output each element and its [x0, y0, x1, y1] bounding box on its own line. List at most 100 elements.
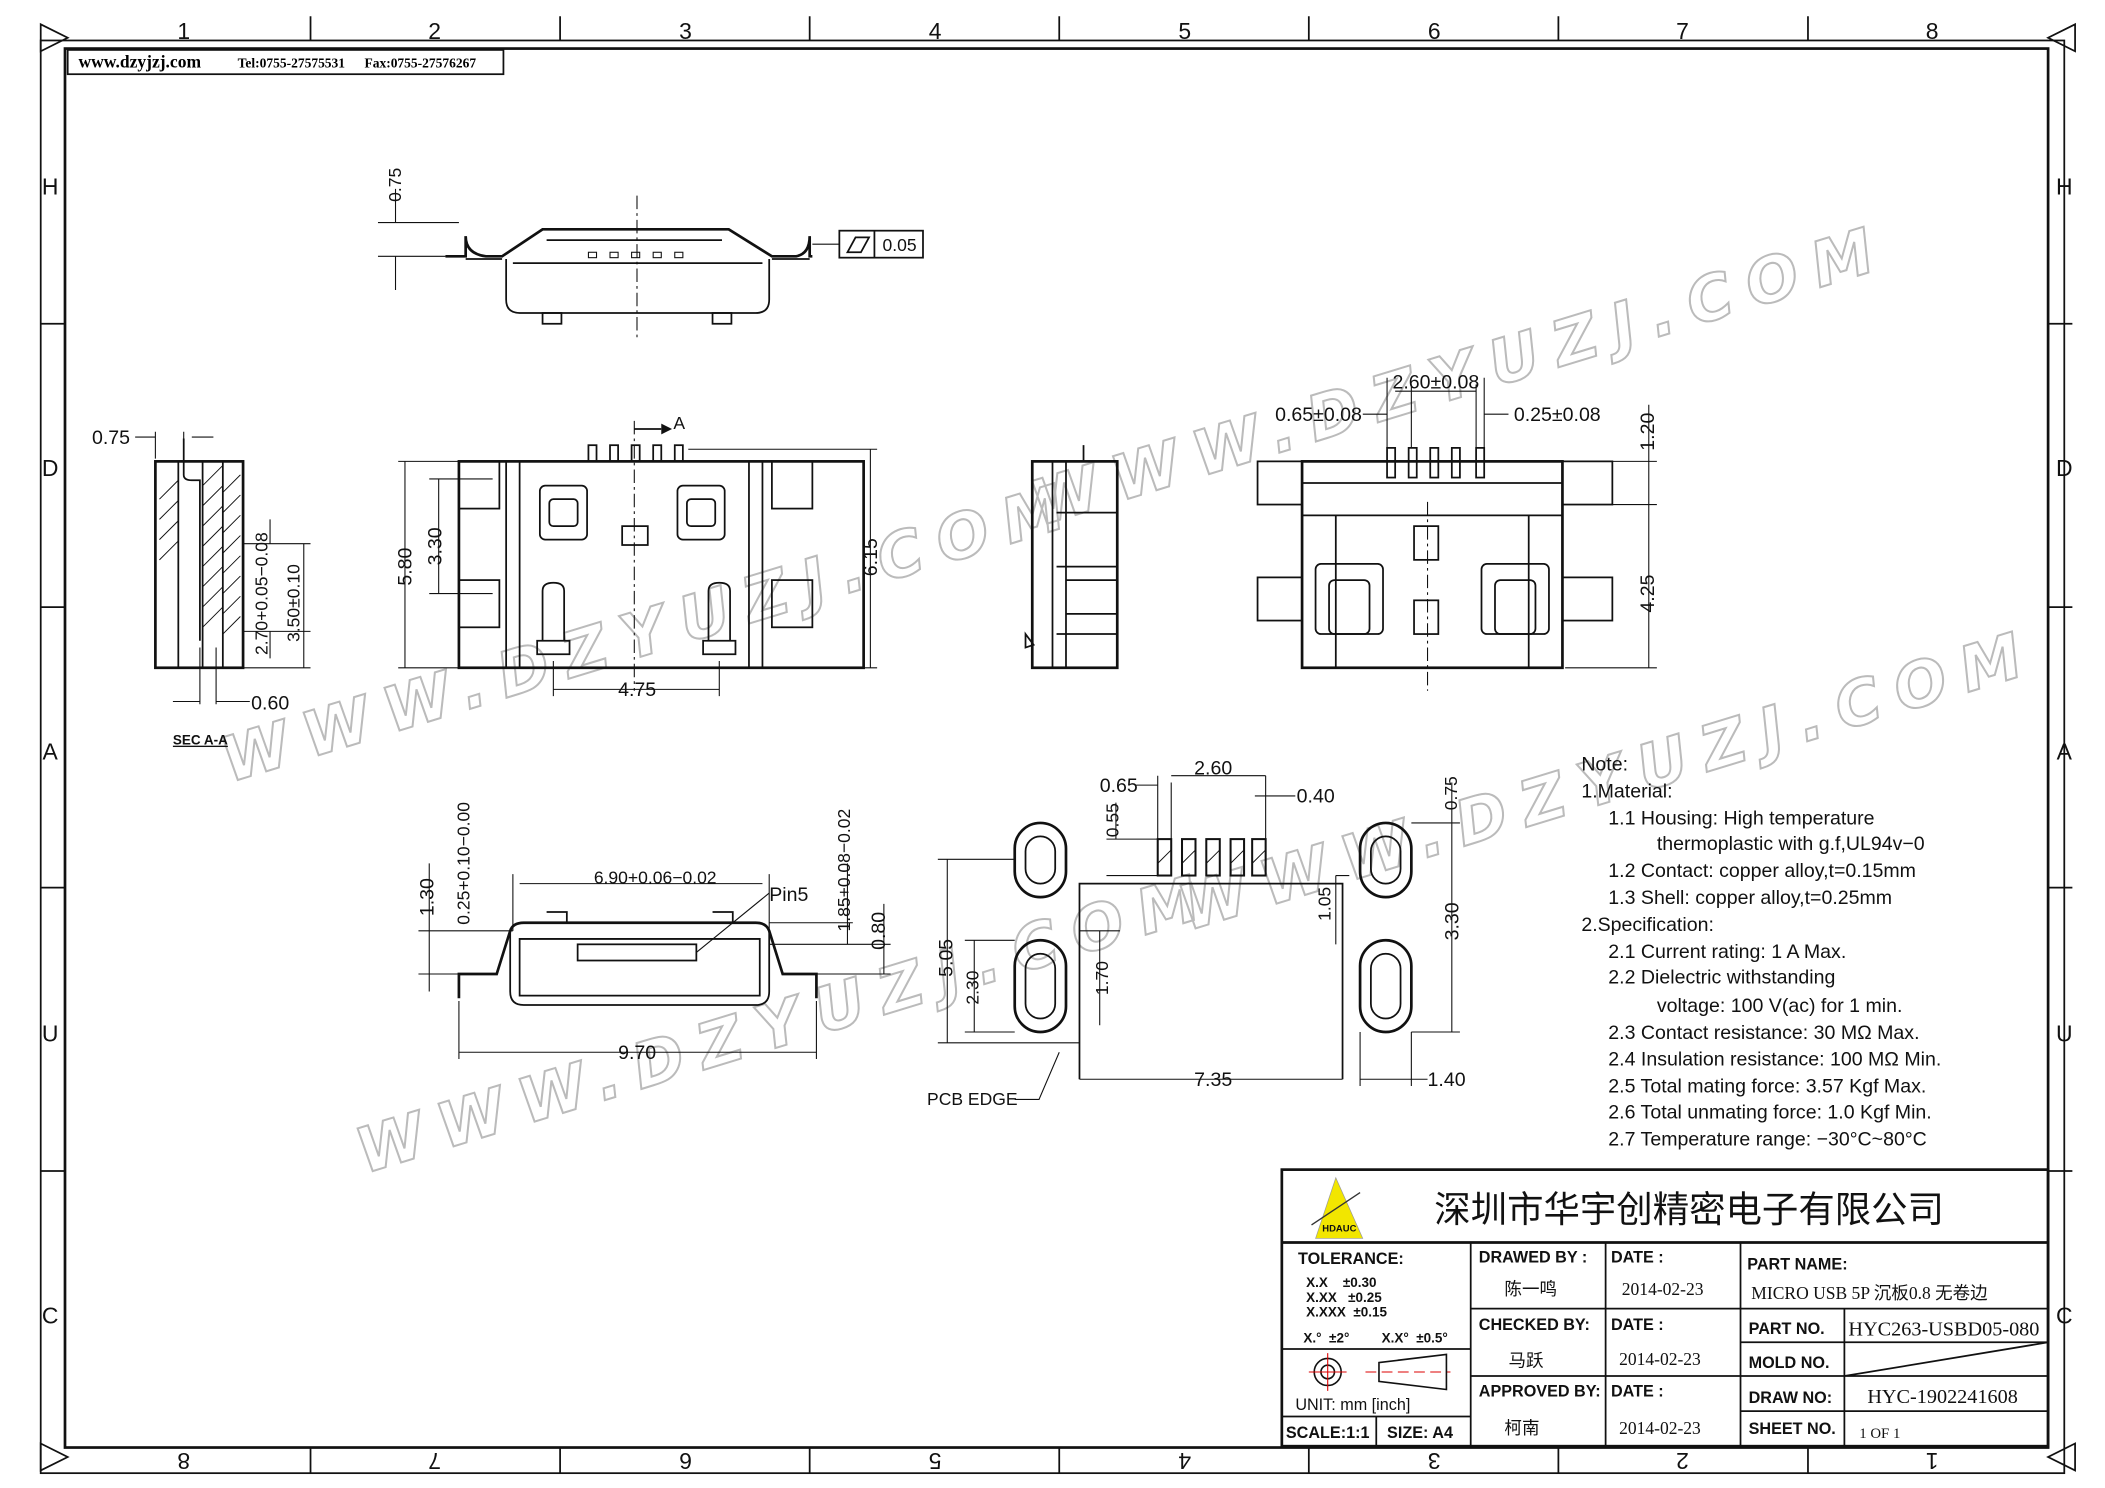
date-approved: 2014-02-23 — [1619, 1418, 1701, 1438]
title-block: HDAUC 深圳市华宇创精密电子有限公司 TOLERANCE: X.X ±0.3… — [1280, 1168, 2050, 1448]
dim-label: 0.65 — [1100, 775, 1138, 797]
note-line: 1.1 Housing: High temperature — [1608, 807, 1874, 829]
dim-label: 3.30 — [1442, 902, 1464, 940]
angle-tolerance: X.° ±2° — [1303, 1330, 1349, 1345]
note-line: voltage: 100 V(ac) for 1 min. — [1657, 995, 1903, 1017]
note-line: 2.4 Insulation resistance: 100 MΩ Min. — [1608, 1049, 1941, 1071]
row-label: U — [42, 1020, 59, 1046]
frame-ticks — [39, 16, 2076, 1474]
outer-frame — [39, 39, 2066, 1475]
dim-label: 2.30 — [962, 970, 982, 1004]
col-label-bottom: 6 — [679, 1448, 692, 1474]
pcb-edge-label: PCB EDGE — [927, 1089, 1018, 1109]
dim-label: 4.25 — [1637, 574, 1659, 612]
dim-label: 0.75 — [92, 427, 130, 449]
side-view — [1024, 445, 1119, 670]
company-name: 深圳市华宇创精密电子有限公司 — [1434, 1188, 1944, 1231]
dim-label: 0.80 — [868, 912, 890, 950]
note-line: 2.3 Contact resistance: 30 MΩ Max. — [1608, 1022, 1919, 1044]
row-label: D — [2056, 455, 2073, 481]
date-checked: 2014-02-23 — [1619, 1349, 1701, 1369]
dim-label: 0.25+0.10−0.00 — [454, 802, 474, 925]
notes-title: Note: — [1581, 753, 1628, 775]
dim-label: 4.75 — [618, 679, 656, 701]
dim-label: 0.55 — [1103, 803, 1123, 837]
col-label: 8 — [1926, 18, 1939, 44]
section-marker: A — [673, 413, 685, 433]
dim-label: 6.90+0.06−0.02 — [594, 868, 717, 888]
col-label: 3 — [679, 18, 692, 44]
dim-label: 0.25±0.08 — [1514, 404, 1601, 426]
row-label: A — [2057, 739, 2073, 765]
col-label-bottom: 1 — [1926, 1448, 1939, 1474]
note-line: 2.6 Total unmating force: 1.0 Kgf Min. — [1608, 1101, 1931, 1123]
date-label: DATE : — [1611, 1382, 1664, 1400]
row-label: C — [42, 1302, 59, 1328]
row-label: D — [42, 455, 59, 481]
notes: Note: 1.Material: 1.1 Housing: High temp… — [1581, 753, 1941, 1150]
pin-label: Pin5 — [769, 884, 808, 906]
row-label: U — [2056, 1020, 2073, 1046]
note-line: 2.5 Total mating force: 3.57 Kgf Max. — [1608, 1076, 1926, 1098]
part-name-label: PART NAME: — [1747, 1255, 1847, 1273]
tel: Tel:0755-27575531 — [238, 55, 346, 70]
front-view: A 5.80 3.30 4.75 6.15 — [395, 413, 882, 701]
pcb-layout: 0.65 2.60 0.40 0.55 0.75 1.05 3.30 5.05 … — [927, 757, 1466, 1109]
dim-label: 9.70 — [618, 1042, 656, 1064]
note-line: 2.7 Temperature range: −30°C~80°C — [1608, 1128, 1926, 1150]
scale: SCALE:1:1 — [1286, 1424, 1370, 1442]
note-line: 2.Specification: — [1581, 914, 1714, 936]
row-label: C — [2056, 1302, 2073, 1328]
watermark: WWW.DZYUZJ.COM — [348, 857, 1224, 1188]
note-line: thermoplastic with g.f,UL94v−0 — [1657, 833, 1925, 855]
dim-label: 1.20 — [1637, 413, 1659, 451]
note-line: 2.1 Current rating: 1 A Max. — [1608, 941, 1846, 963]
col-label-bottom: 3 — [1428, 1448, 1441, 1474]
dim-label: 0.65±0.08 — [1275, 404, 1362, 426]
drawed-by-label: DRAWED BY : — [1479, 1249, 1587, 1267]
projection-symbol-icon — [1308, 1353, 1451, 1391]
col-label-bottom: 8 — [177, 1448, 190, 1474]
company-logo: HDAUC — [1311, 1176, 1364, 1239]
dim-label: 0.40 — [1297, 786, 1335, 808]
tolerance-line: X.XXX ±0.15 — [1306, 1305, 1387, 1320]
part-name: MICRO USB 5P 沉板0.8 无卷边 — [1751, 1283, 1988, 1303]
size: SIZE: A4 — [1387, 1424, 1453, 1442]
dim-label: 2.70+0.05−0.08 — [251, 532, 271, 655]
watermark: WWW.DZYUZJ.COM — [213, 466, 1089, 797]
checked-by: 马跃 — [1508, 1351, 1544, 1371]
col-label-bottom: 2 — [1676, 1448, 1689, 1474]
fax: Fax:0755-27576267 — [364, 55, 476, 70]
dim-label: 2.60±0.08 — [1392, 372, 1479, 394]
dim-label: 1.85+0.08−0.02 — [834, 809, 854, 932]
dim-label: 6.15 — [860, 538, 882, 576]
col-label: 1 — [177, 18, 190, 44]
header-box: www.dzyjzj.com Tel:0755-27575531 Fax:075… — [66, 49, 505, 76]
section-a-a-view: 0.75 2.70+0.05−0.08 3.50±0.10 0.60 SEC A… — [92, 427, 311, 748]
sheet-no: 1 OF 1 — [1859, 1426, 1900, 1442]
note-line: 2.2 Dielectric withstanding — [1608, 966, 1835, 988]
bottom-view: 2.60±0.08 0.65±0.08 0.25±0.08 1.20 4.25 — [1256, 372, 1659, 691]
note-line: 1.Material: — [1581, 780, 1672, 802]
col-label: 4 — [929, 18, 942, 44]
logo-text: HDAUC — [1322, 1224, 1356, 1235]
sheet-no-label: SHEET NO. — [1749, 1420, 1836, 1438]
mold-no-label: MOLD NO. — [1749, 1354, 1830, 1372]
date-label: DATE : — [1611, 1249, 1664, 1267]
flatness-value: 0.05 — [883, 235, 917, 255]
dim-label: 0.60 — [251, 693, 289, 715]
tolerance-line: X.XX ±0.25 — [1306, 1290, 1382, 1305]
col-label: 6 — [1428, 18, 1441, 44]
dim-label: 0.75 — [1441, 776, 1461, 810]
dim-label: 5.80 — [395, 547, 417, 585]
draw-no: HYC-1902241608 — [1867, 1386, 2018, 1408]
dim-label: 3.50±0.10 — [284, 564, 304, 642]
dim-label: 2.60 — [1194, 757, 1232, 779]
dim-label: 0.75 — [385, 168, 405, 202]
unit: UNIT: mm [inch] — [1295, 1396, 1410, 1414]
dim-label: 1.70 — [1092, 961, 1112, 995]
col-label-bottom: 7 — [428, 1448, 441, 1474]
dim-label: 1.40 — [1428, 1069, 1466, 1091]
note-line: 1.3 Shell: copper alloy,t=0.25mm — [1608, 887, 1892, 909]
